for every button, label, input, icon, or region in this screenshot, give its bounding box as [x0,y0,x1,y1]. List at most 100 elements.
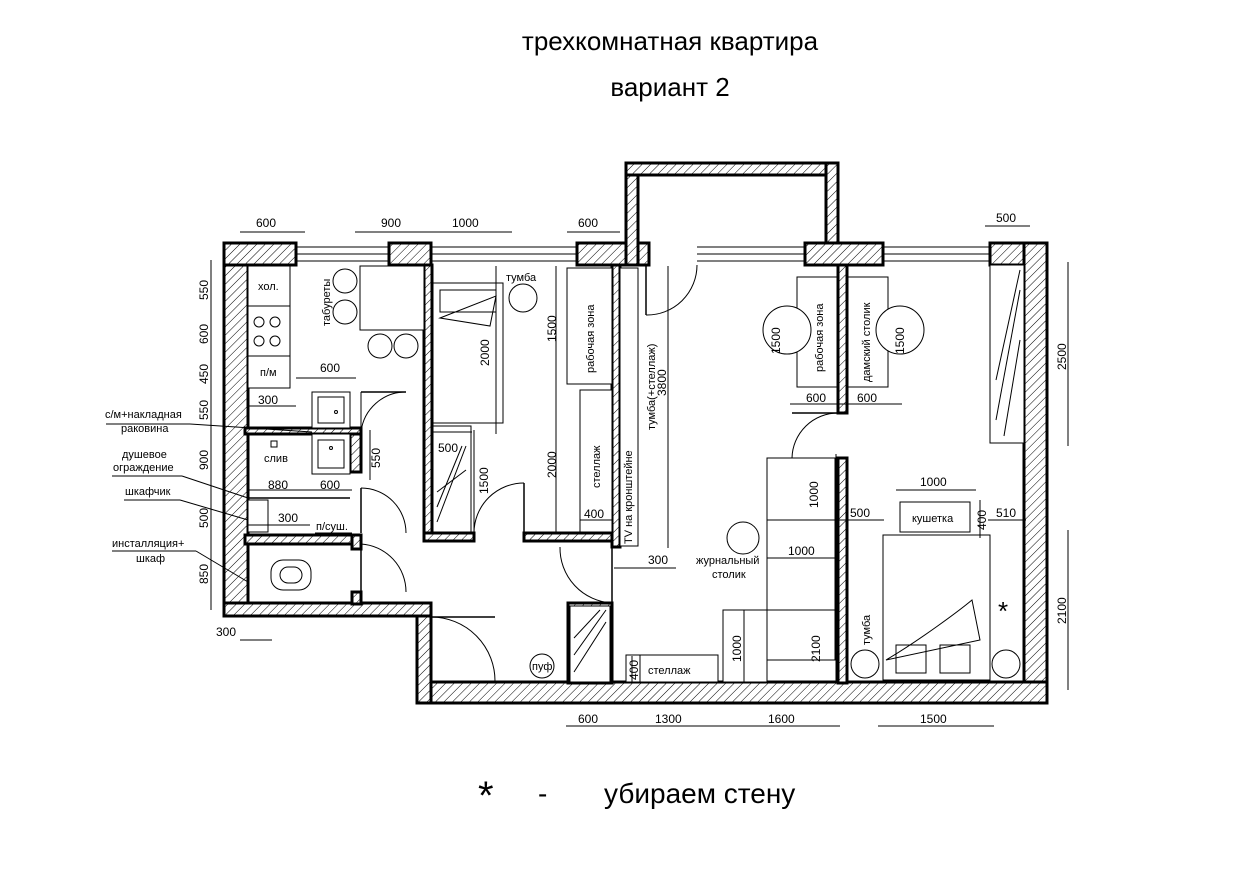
kitchen: хол. п/м табуреты [247,265,425,429]
svg-text:600: 600 [320,478,340,492]
svg-text:тумба(+стеллаж): тумба(+стеллаж) [646,344,658,430]
legend-dash: - [538,778,548,809]
shelf-1 [579,389,613,533]
svg-text:стеллаж: стеллаж [591,445,603,488]
bathroom: слив п/суш. [247,433,352,591]
legend-text: убираем стену [604,778,796,809]
svg-text:1500: 1500 [477,467,491,494]
fridge-label: хол. [258,281,279,293]
legend-symbol: * [478,774,494,818]
windows [296,246,990,262]
svg-text:2000: 2000 [545,451,559,478]
svg-text:кушетка: кушетка [912,513,954,525]
shelf-2 [639,654,719,683]
svg-text:журнальный: журнальный [696,555,759,567]
svg-text:550: 550 [197,400,211,420]
wardrobe-3 [989,264,1025,444]
svg-text:1000: 1000 [788,544,815,558]
ottoman [722,609,768,683]
svg-text:шкафчик: шкафчик [125,486,171,498]
svg-text:600: 600 [857,391,877,405]
svg-text:2000: 2000 [478,339,492,366]
svg-text:600: 600 [578,216,598,230]
svg-text:880: 880 [268,478,288,492]
svg-text:850: 850 [197,564,211,584]
svg-text:300: 300 [648,553,668,567]
stools-label: табуреты [321,279,333,326]
svg-text:1000: 1000 [920,475,947,489]
towel-dryer-label: п/суш. [316,521,348,533]
svg-text:450: 450 [197,364,211,384]
tv-stand [619,267,639,547]
svg-text:400: 400 [627,660,641,680]
bed-1 [432,282,504,424]
svg-text:300: 300 [216,625,236,639]
sofa-back [766,457,836,521]
bedroom-1: тумба рабочая зона стеллаж [432,267,613,533]
coffee-table [726,521,760,555]
kitchen-counter [247,265,291,389]
svg-text:пуф: пуф [532,661,552,673]
couch [899,501,971,533]
doors [360,264,839,683]
svg-text:500: 500 [438,441,458,455]
svg-text:1500: 1500 [920,712,947,726]
svg-text:TV на кронштейне: TV на кронштейне [623,450,635,544]
svg-text:900: 900 [197,450,211,470]
svg-text:1300: 1300 [655,712,682,726]
sofa [766,519,836,661]
svg-text:600: 600 [320,361,340,375]
svg-text:рабочая зона: рабочая зона [814,303,826,372]
svg-text:1500: 1500 [893,327,907,354]
svg-text:900: 900 [381,216,401,230]
svg-text:инсталляция+: инсталляция+ [112,538,184,550]
svg-text:400: 400 [975,510,989,530]
svg-text:дамский столик: дамский столик [861,302,873,382]
dishwasher-label: п/м [260,367,277,379]
pouf [529,653,555,679]
work-zone-1 [566,267,613,385]
svg-text:тумба: тумба [506,272,537,284]
svg-text:510: 510 [996,506,1016,520]
svg-text:600: 600 [256,216,276,230]
svg-text:500: 500 [850,506,870,520]
svg-text:ограждение: ограждение [113,462,174,474]
svg-text:1000: 1000 [807,481,821,508]
dressing-table [847,276,889,388]
dimension-lines [210,225,1069,727]
bath-callouts: с/м+накладная раковина душевое ограждени… [105,409,313,583]
svg-text:1600: 1600 [768,712,795,726]
drain-label: слив [264,453,288,465]
svg-text:столик: столик [712,569,746,581]
cabinet [247,499,269,533]
dimension-labels: 600 900 1000 600 500 550 600 450 550 900… [197,211,1069,726]
nightstand-3 [991,649,1021,679]
svg-text:600: 600 [578,712,598,726]
svg-text:550: 550 [369,448,383,468]
svg-text:550: 550 [197,280,211,300]
svg-text:рабочая зона: рабочая зона [585,304,597,373]
bed-2 [882,534,991,681]
nightstand-2 [850,649,880,679]
living-room: TV на кронштейне тумба(+стеллаж) журналь… [529,267,836,683]
svg-text:2100: 2100 [1055,597,1069,624]
svg-text:с/м+накладная: с/м+накладная [105,409,182,421]
dining-table [359,265,425,331]
nightstand-1 [508,283,538,313]
svg-text:1500: 1500 [545,315,559,342]
stove-icon [253,316,281,347]
svg-text:стеллаж: стеллаж [648,665,691,677]
svg-text:2500: 2500 [1055,343,1069,370]
svg-text:400: 400 [584,507,604,521]
svg-text:600: 600 [806,391,826,405]
svg-text:3800: 3800 [655,369,669,396]
svg-text:2100: 2100 [809,635,823,662]
svg-text:1000: 1000 [730,635,744,662]
wardrobe-1 [432,425,472,533]
svg-text:душевое: душевое [122,449,167,461]
svg-text:1000: 1000 [452,216,479,230]
svg-text:600: 600 [197,324,211,344]
svg-text:300: 300 [258,393,278,407]
plan-subtitle: вариант 2 [610,72,730,102]
svg-text:500: 500 [197,508,211,528]
